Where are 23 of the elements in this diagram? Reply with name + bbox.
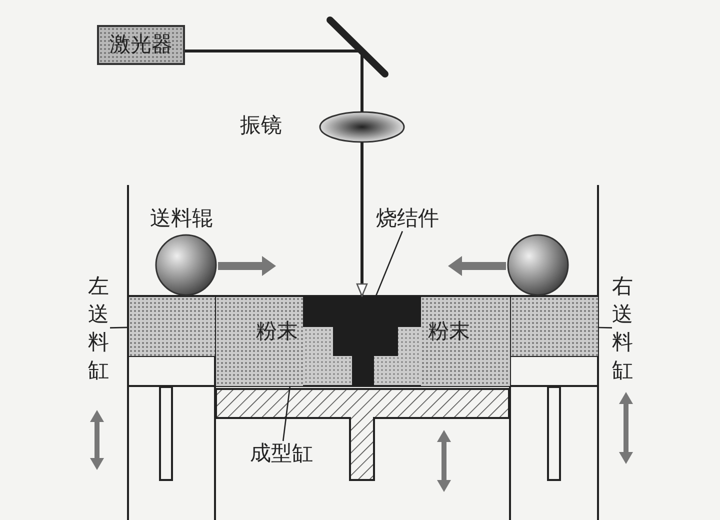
- powder-region: 粉末: [421, 297, 510, 386]
- powder-region: 粉末: [216, 297, 303, 386]
- part-label: 成型缸: [250, 441, 313, 466]
- laser-beam: [360, 52, 364, 112]
- powder-bed: [511, 297, 598, 356]
- leader-line: [282, 386, 291, 442]
- laser-box: 激光器: [97, 25, 185, 65]
- leader-line: [598, 326, 612, 328]
- laser-beam: [356, 142, 368, 297]
- component-label: 振镜: [240, 113, 282, 138]
- roller: [507, 234, 569, 296]
- leader-line: [375, 230, 403, 296]
- roller: [155, 234, 217, 296]
- part-label: 左送料缸: [88, 272, 110, 384]
- leader-line: [110, 326, 130, 328]
- powder-bed: [129, 297, 215, 356]
- lens: [319, 111, 405, 143]
- laser-beam: [185, 50, 361, 52]
- mirror: [326, 16, 388, 78]
- part-label: 右送料缸: [612, 272, 634, 384]
- sintered-part: [303, 296, 421, 386]
- component-label: 送料辊: [150, 206, 213, 232]
- part-label: 烧结件: [376, 206, 439, 232]
